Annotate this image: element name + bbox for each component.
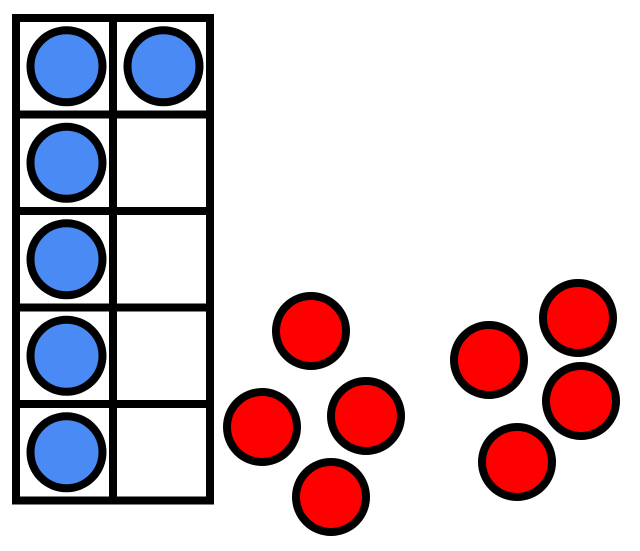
red-counter [542, 362, 620, 440]
ten-frame-cell [109, 207, 214, 312]
red-counter [327, 377, 405, 455]
red-counter-group [450, 279, 620, 501]
ten-frame-counters [26, 26, 204, 493]
blue-counter [26, 26, 107, 107]
blue-counter [26, 412, 107, 493]
red-counter [272, 292, 350, 370]
blue-counter [26, 315, 107, 396]
ten-frame-cell [109, 110, 214, 215]
red-counter-group [223, 292, 405, 536]
blue-counter [26, 122, 107, 203]
red-counter [450, 321, 528, 399]
red-counter [292, 458, 370, 536]
red-counter [539, 279, 617, 357]
blue-counter [26, 219, 107, 300]
red-counter [223, 388, 301, 466]
blue-counter [123, 26, 204, 107]
ten-frame-cell [109, 400, 214, 505]
loose-counters [223, 279, 620, 536]
ten-frame-cell [109, 303, 214, 408]
red-counter [478, 423, 556, 501]
